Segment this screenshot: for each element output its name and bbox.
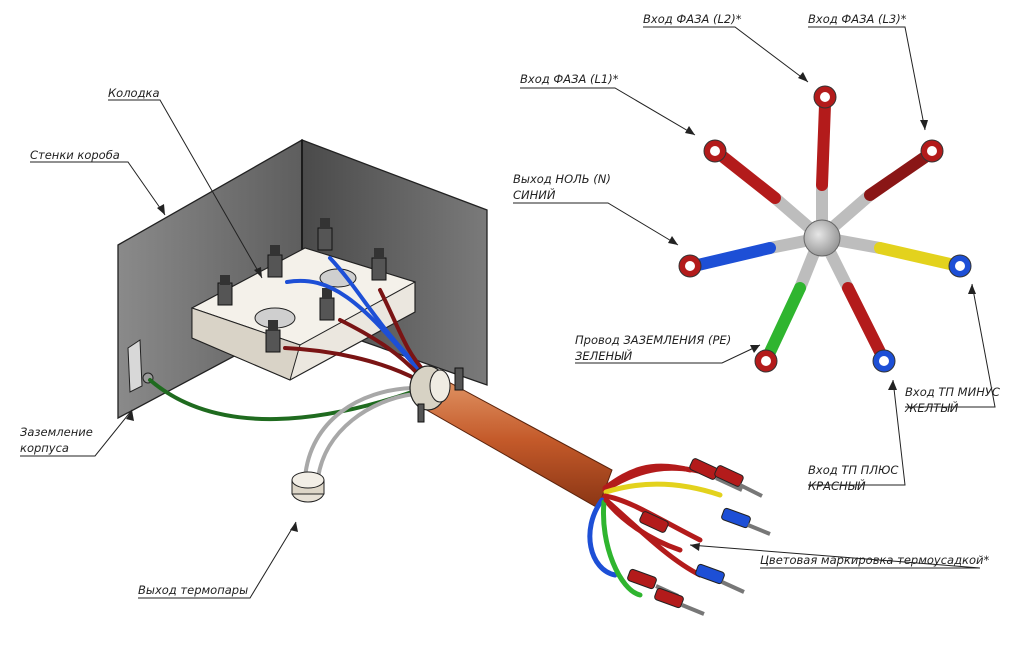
arm-tp-minus	[830, 234, 972, 278]
thermocouple-outlet	[291, 471, 325, 503]
arm-neutral	[678, 234, 816, 278]
star-connector	[678, 85, 972, 373]
stud	[317, 218, 333, 251]
label-tp-plus: Вход ТП ПЛЮС	[808, 463, 899, 477]
label-neutral-color: СИНИЙ	[513, 188, 556, 202]
label-input-phase-l3: Вход ФАЗА (L3)*	[808, 12, 907, 26]
wire-lugs	[627, 458, 771, 616]
block-wires	[148, 256, 427, 480]
label-neutral-output: Выход НОЛЬ (N)	[513, 172, 611, 186]
arm-tp-plus	[822, 242, 896, 373]
stud	[217, 275, 233, 306]
stud	[267, 245, 283, 278]
stud	[371, 248, 387, 281]
label-pe-color: ЗЕЛЕНЫЙ	[575, 349, 633, 363]
arm-l3	[826, 139, 944, 234]
label-input-phase-l1: Вход ФАЗА (L1)*	[520, 72, 619, 86]
leader-arrows	[126, 72, 976, 551]
label-box-walls: Стенки короба	[30, 148, 120, 162]
lug	[714, 465, 763, 498]
lug	[721, 507, 771, 536]
label-color-marking: Цветовая маркировка термоусадкой*	[760, 553, 990, 567]
arm-l2	[813, 85, 837, 238]
output-wires	[587, 463, 723, 598]
label-thermocouple-output: Выход термопары	[138, 583, 249, 597]
label-tp-minus: Вход ТП МИНУС	[905, 385, 1000, 399]
lug	[654, 587, 705, 616]
lug	[639, 511, 669, 533]
label-pe-wire: Провод ЗАЗЕМЛЕНИЯ (PE)	[575, 333, 732, 347]
label-input-phase-l2: Вход ФАЗА (L2)*	[643, 12, 742, 26]
lug	[695, 563, 745, 594]
stud	[265, 320, 281, 353]
cable-gland	[409, 365, 464, 423]
label-tp-minus-color: ЖЕЛТЫЙ	[905, 401, 959, 415]
leader-lines	[20, 26, 996, 599]
star-hub	[803, 219, 841, 257]
terminal-block	[190, 247, 417, 381]
arm-l1	[703, 139, 818, 236]
arm-pe	[754, 242, 822, 373]
lug	[689, 458, 743, 492]
stud	[319, 288, 335, 321]
label-body-ground-line2: корпуса	[20, 441, 69, 455]
label-terminal-block: Колодка	[108, 86, 160, 100]
label-body-ground-line1: Заземление	[20, 425, 93, 439]
terminal-studs	[217, 218, 387, 353]
label-tp-plus-color: КРАСНЫЙ	[808, 479, 866, 493]
